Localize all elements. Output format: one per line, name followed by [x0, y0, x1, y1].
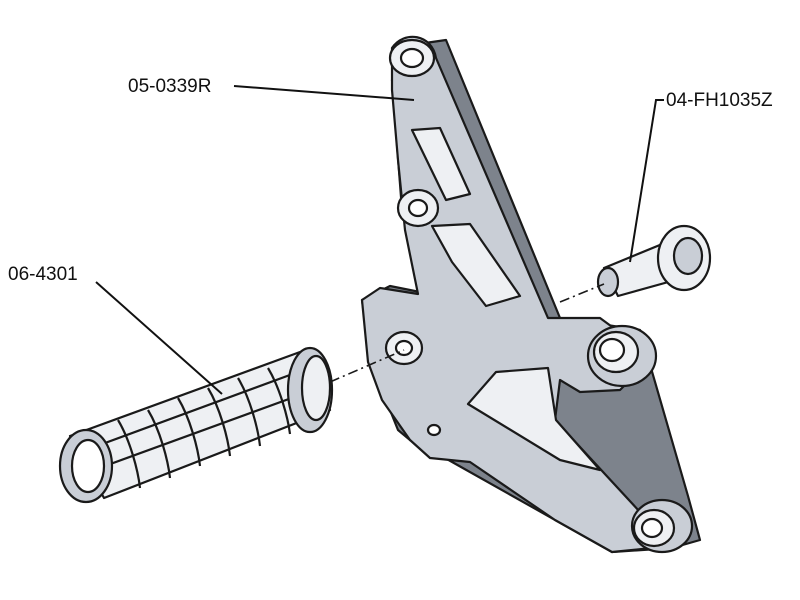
pin-leader-line — [629, 99, 664, 263]
bracket-part-number: 05-0339R — [128, 76, 211, 97]
bracket-part — [360, 35, 702, 554]
foot-peg-bore — [70, 438, 106, 494]
pivot-pin-part — [596, 224, 712, 298]
bracket-slot — [430, 222, 522, 308]
lower-hole — [640, 517, 664, 539]
foot-peg-grip-rings — [85, 367, 309, 489]
peg-mount-hole — [394, 339, 414, 357]
peg-leader-line — [95, 281, 223, 395]
pin-part-number: 04-FH1035Z — [666, 90, 773, 111]
peg-part-number: 06-4301 — [8, 264, 78, 285]
peg-assembly-axis — [329, 349, 405, 383]
bracket-lower-cutout — [466, 366, 602, 472]
middle-mount-hole — [407, 198, 429, 218]
pivot-hole — [598, 337, 626, 363]
foot-peg-part — [58, 346, 334, 504]
pin-assembly-axis — [559, 283, 605, 303]
bracket-leader-line — [233, 85, 415, 101]
top-mount-hole — [399, 47, 425, 69]
